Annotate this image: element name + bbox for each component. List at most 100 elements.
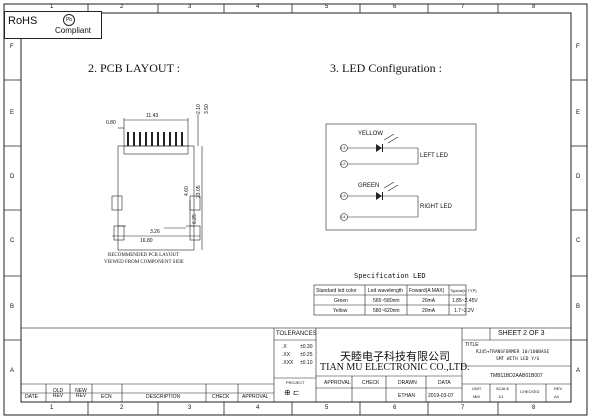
tol-xxx: .XXX xyxy=(282,360,294,366)
title-block-grid xyxy=(20,327,572,403)
spec-row-2-forward: 20mA xyxy=(422,308,436,314)
row-label-b-right: B xyxy=(576,304,581,310)
project-label: PROJECT xyxy=(286,380,305,385)
col-label-8-bottom: 8 xyxy=(532,405,536,411)
pcb-caption-1: RECOMMENDED PCB LAYOUT xyxy=(108,253,180,258)
spec-row-1-color: Green xyxy=(334,298,348,304)
unit-value: MM xyxy=(473,394,480,399)
tol-xxx-val: ±0.10 xyxy=(300,360,313,366)
rohs-badge: RoHS Pb Compliant xyxy=(4,11,102,39)
pb-free-icon: Pb xyxy=(63,14,75,26)
company-name-en: TIAN MU ELECTRONIC CO.,LTD. xyxy=(320,362,470,373)
rohs-compliant: Compliant xyxy=(55,26,92,35)
rev-header-date: DATE xyxy=(25,394,38,400)
col-label-6-bottom: 6 xyxy=(393,405,397,411)
col-label-5-bottom: 5 xyxy=(325,405,329,411)
rev-header-old: OLD REV xyxy=(52,388,64,399)
spec-header-forward: Foward(A MAX) xyxy=(409,288,445,294)
col-label-4: 4 xyxy=(256,4,260,10)
row-label-a: A xyxy=(10,368,15,374)
col-label-3-bottom: 3 xyxy=(188,405,192,411)
scale-value: 1/1 xyxy=(498,394,504,399)
row-label-f: F xyxy=(10,44,14,50)
dim-2-10: 2.10 xyxy=(196,104,202,114)
spec-title: Specification LED xyxy=(354,272,426,280)
dim-11-43: 11.43 xyxy=(146,113,159,119)
col-label-7: 7 xyxy=(461,4,465,10)
led-yellow-label: YELLOW xyxy=(358,131,384,137)
checked-label: CHECKED xyxy=(520,389,540,394)
led-schematic xyxy=(325,123,477,231)
dim-16-80: 16.80 xyxy=(140,238,153,244)
drawn-date: 2019-03-07 xyxy=(428,393,454,399)
row-label-a-right: A xyxy=(576,368,581,374)
row-label-c: C xyxy=(10,238,15,244)
approval-header: APPROVAL xyxy=(324,380,351,386)
dim-23-05: 23.05 xyxy=(196,185,202,198)
title-label: TITLE xyxy=(465,342,479,348)
company-name-cn: 天睦电子科技有限公司 xyxy=(340,351,450,363)
row-label-c-right: C xyxy=(576,238,581,244)
dim-3-26: 3.26 xyxy=(150,229,160,235)
rev-header-ecn: ECN xyxy=(101,394,112,400)
left-led-label: LEFT LED xyxy=(420,153,448,159)
dim-0-80: 0.80 xyxy=(106,120,116,126)
check-header: CHECK xyxy=(362,380,380,386)
part-number: TMB11BD2AAB01B007 xyxy=(490,373,543,379)
dim-6-25: 6.25 xyxy=(192,214,198,224)
rohs-label: RoHS xyxy=(8,15,38,27)
tol-x: .X xyxy=(282,344,287,350)
pcb-outline xyxy=(111,114,203,251)
col-label-5: 5 xyxy=(325,4,329,10)
spec-row-2-wavelength: 580~620nm xyxy=(373,308,400,314)
spec-header-wavelength: Led wavelength xyxy=(368,288,404,294)
tol-xx: .XX xyxy=(282,352,291,358)
spec-table-grid xyxy=(313,284,467,316)
row-label-d: D xyxy=(10,174,15,180)
rev-header-new: NEW REV xyxy=(75,388,87,399)
rev-header-approval: APPROVAL xyxy=(242,394,269,400)
pcb-layout-title: 2. PCB LAYOUT : xyxy=(88,61,181,75)
dim-3-50: 3.50 xyxy=(204,104,210,114)
led-pin-circles xyxy=(340,144,348,221)
col-label-2-bottom: 2 xyxy=(120,405,124,411)
row-label-f-right: F xyxy=(576,44,580,50)
pin-l4: L4 xyxy=(341,214,346,219)
title-line-2: SMT WITH LED Y/G xyxy=(496,357,540,362)
unit-label: UNIT xyxy=(472,386,482,391)
col-label-6: 6 xyxy=(393,4,397,10)
scale-label: SCALE xyxy=(496,386,510,391)
tol-x-val: ±0.30 xyxy=(300,344,313,350)
dim-4-60: 4.60 xyxy=(184,186,190,196)
col-label-7-bottom: 7 xyxy=(461,405,465,411)
title-line-1: RJ45+TRANSFORMER 10/100BASE xyxy=(476,350,550,355)
rev-value: A4 xyxy=(554,394,559,399)
pin-l2: L2 xyxy=(341,161,346,166)
col-label-3: 3 xyxy=(188,4,192,10)
pcb-caption-2: VIEWED FROM COMPONENT SIDE xyxy=(104,260,184,265)
spec-header-color: Standard led color xyxy=(316,288,357,294)
col-label-1: 1 xyxy=(50,4,54,10)
projection-icon: ⊕ ⊏ xyxy=(284,388,300,397)
col-label-1-bottom: 1 xyxy=(50,405,54,411)
row-label-d-right: D xyxy=(576,174,581,180)
led-diodes xyxy=(376,144,383,200)
spec-row-1-forward: 20mA xyxy=(422,298,436,304)
date-header: DATA xyxy=(438,380,451,386)
led-config-title: 3. LED Configuration : xyxy=(330,61,442,75)
pin-l1: L1 xyxy=(341,145,346,150)
col-label-2: 2 xyxy=(120,4,124,10)
sheet-number: SHEET 2 OF 3 xyxy=(498,330,545,337)
spec-row-1-wavelength: 565~580nm xyxy=(373,298,400,304)
rev-header-description: DESCRIPTION xyxy=(146,394,181,400)
row-label-e: E xyxy=(10,110,15,116)
rev-label: REV xyxy=(554,386,563,391)
col-label-8: 8 xyxy=(532,4,536,10)
tolerances-title: TOLERANCES xyxy=(276,331,317,337)
tol-xx-val: ±0.25 xyxy=(300,352,313,358)
drawn-header: DRAWN xyxy=(398,380,417,386)
spec-row-2-typical: 1.7~2.2V xyxy=(454,308,475,314)
spec-header-typical: Typical(V TYP) xyxy=(450,288,477,293)
right-led-label: RIGHT LED xyxy=(420,204,452,210)
